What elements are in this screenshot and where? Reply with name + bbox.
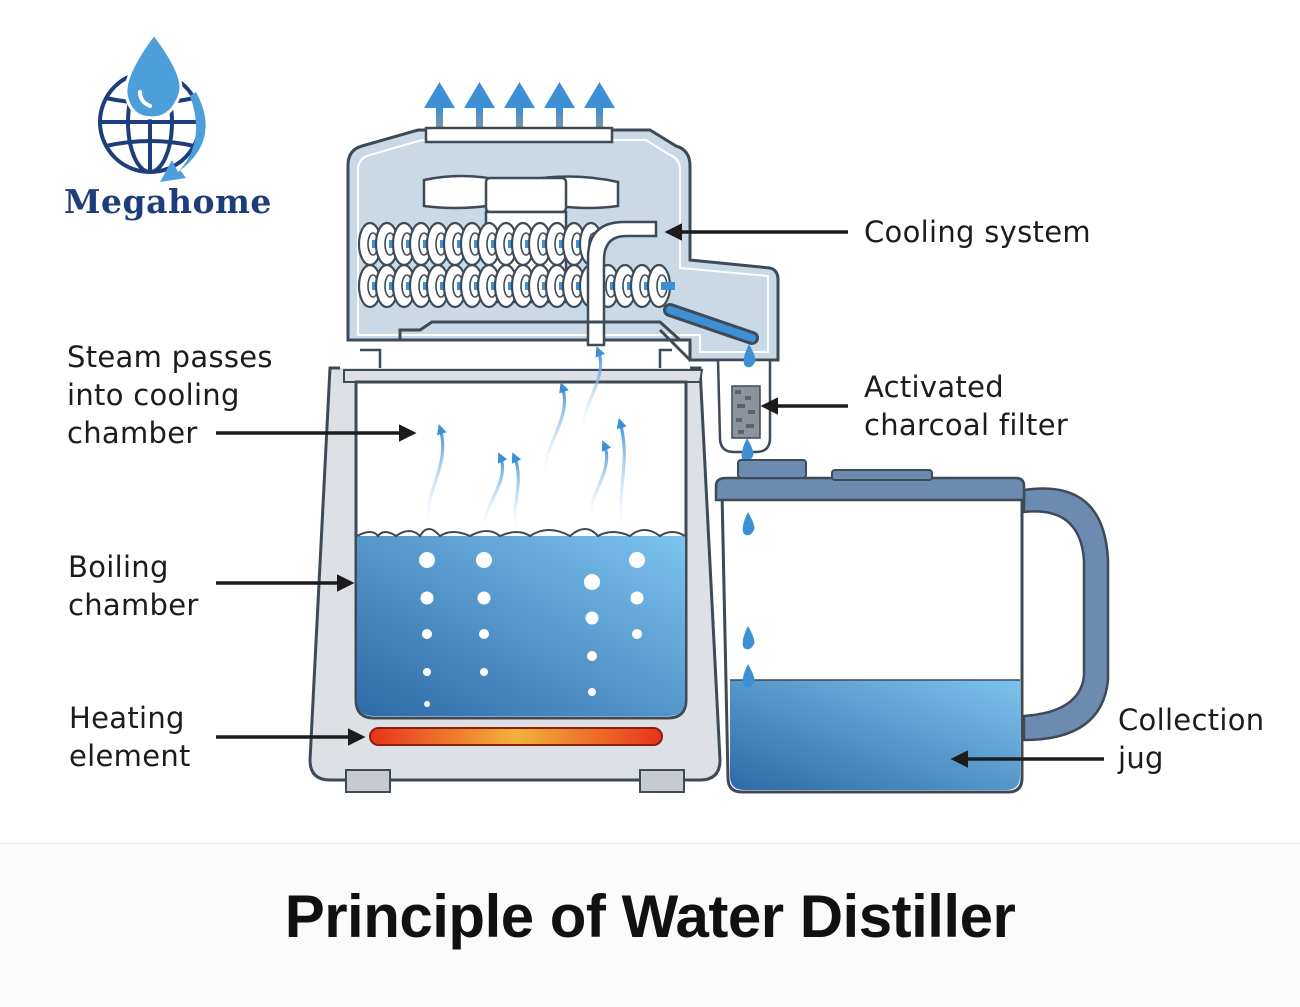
swirl-arrow-icon: [160, 92, 206, 182]
bubble: [476, 552, 492, 568]
bubble: [587, 651, 597, 661]
coil-pipe-segment: [661, 282, 675, 290]
steam-wisp: [589, 440, 612, 520]
pointer-arrows: [216, 223, 1104, 768]
steam-wisp: [426, 424, 447, 528]
label-steam: Steam passes into cooling chamber: [67, 340, 273, 450]
water-drop-icon: [124, 31, 183, 120]
jug-lid: [714, 476, 1026, 502]
label-boiling-chamber: Boiling chamber: [68, 550, 199, 622]
bubble: [584, 574, 600, 590]
heating-element: [369, 727, 663, 746]
steam-wisp: [582, 346, 606, 432]
bubble: [630, 591, 644, 605]
label-cooling-system: Cooling system: [864, 215, 1091, 249]
steam-inlet-pipe: [586, 220, 658, 347]
cooling-coils: [357, 221, 675, 309]
label-heating-element: Heating element: [69, 701, 191, 773]
collection-jug: [714, 459, 1110, 794]
cooling-head: [346, 126, 780, 380]
bubble: [477, 591, 491, 605]
bubble: [588, 688, 596, 696]
boiling-water: [356, 528, 686, 716]
title-bar: [0, 843, 1300, 1007]
page-title: Principle of Water Distiller: [284, 883, 1016, 950]
jug-drop-2: [742, 626, 755, 650]
brand-name: Megahome: [64, 182, 272, 221]
bubble: [423, 668, 431, 676]
steam-wisp: [511, 452, 522, 532]
steam-wisp: [616, 418, 627, 530]
bubble: [424, 701, 430, 707]
bubble: [419, 552, 435, 568]
filter-drip-in: [743, 344, 756, 368]
filter-drip-out: [741, 438, 754, 462]
bubble: [629, 552, 645, 568]
bubble: [480, 668, 488, 676]
megahome-logo: [98, 31, 206, 182]
bubble: [422, 629, 432, 639]
vent-grille: [424, 126, 614, 144]
bubble: [632, 629, 642, 639]
bubble: [479, 629, 489, 639]
bubble: [585, 611, 599, 625]
jug-drop-3: [742, 664, 755, 688]
steam-wisp: [483, 452, 508, 530]
bubbles: [419, 552, 645, 707]
bubble: [420, 591, 434, 605]
steam-wisp: [544, 382, 569, 476]
label-collection-jug: Collection jug: [1118, 703, 1265, 775]
charcoal-block: [731, 385, 761, 439]
jug-drop-1: [742, 512, 755, 536]
distiller-diagram: [98, 31, 1110, 794]
charcoal-filter: [716, 344, 772, 462]
label-charcoal-filter: Activated charcoal filter: [864, 370, 1069, 442]
steam-wisps: [426, 346, 627, 532]
